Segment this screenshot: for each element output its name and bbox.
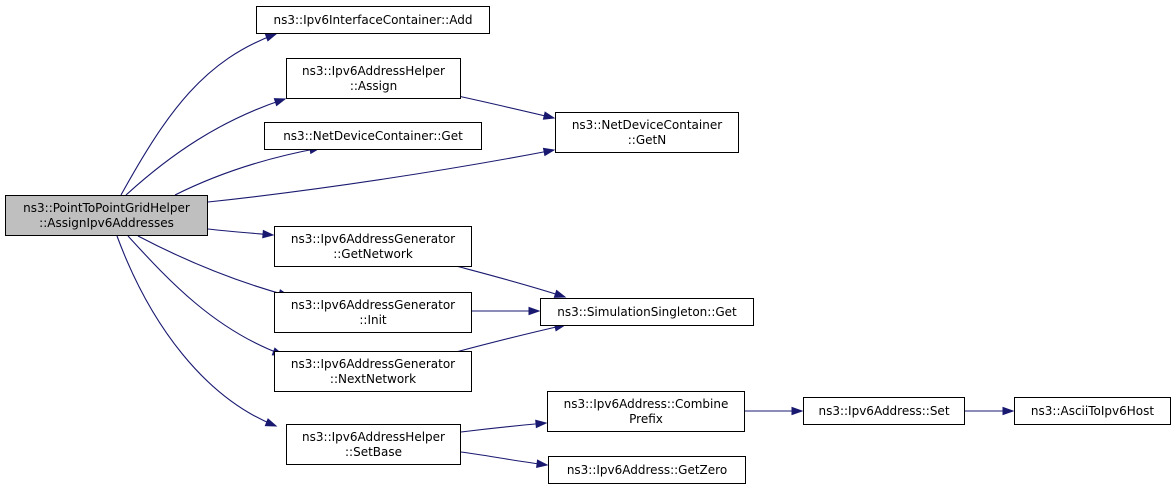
arrowhead-root-to-addr_assign <box>273 98 287 107</box>
node-simulation-singleton-get[interactable]: ns3::SimulationSingleton::Get <box>540 298 754 326</box>
node-label-line: ::GetN <box>627 132 667 147</box>
arrowhead-root-to-ndc_getn <box>542 147 556 157</box>
node-ipv6-address-helper-assign[interactable]: ns3::Ipv6AddressHelper ::Assign <box>286 58 461 99</box>
edge-root-to-gen_init <box>137 235 290 297</box>
edge-root-to-gen_nextnetwork <box>127 235 284 356</box>
node-ascii-to-ipv6-host[interactable]: ns3::AsciiToIpv6Host <box>1014 397 1171 425</box>
node-label-line: ns3::Ipv6AddressHelper <box>302 63 445 78</box>
node-ipv6-address-set[interactable]: ns3::Ipv6Address::Set <box>803 397 965 425</box>
node-label-line: ::SetBase <box>344 444 402 459</box>
node-ipv6-address-helper-setbase[interactable]: ns3::Ipv6AddressHelper ::SetBase <box>286 424 461 465</box>
arrowhead-addr_assign-to-ndc_getn <box>542 111 556 120</box>
node-ipv6-address-generator-init[interactable]: ns3::Ipv6AddressGenerator ::Init <box>274 292 472 333</box>
edge-root-to-ndc_getn <box>207 149 555 203</box>
node-ipv6-address-getzero[interactable]: ns3::Ipv6Address::GetZero <box>548 456 746 484</box>
edge-root-to-ndc_get <box>174 147 321 196</box>
edge-addr_setbase-to-a6_getzero <box>460 451 548 466</box>
node-ipv6-address-combine-prefix[interactable]: ns3::Ipv6Address::Combine Prefix <box>547 391 745 432</box>
arrowhead-root-to-ifc_add <box>264 33 278 42</box>
node-label-line: ns3::NetDeviceContainer <box>571 117 723 132</box>
arrowhead-root-to-addr_setbase <box>264 418 278 427</box>
node-net-device-container-getn[interactable]: ns3::NetDeviceContainer ::GetN <box>555 112 739 153</box>
node-ipv6-interface-container-add[interactable]: ns3::Ipv6InterfaceContainer::Add <box>256 6 490 34</box>
edge-root-to-ifc_add <box>120 33 277 196</box>
node-label-line: ns3::Ipv6Address::GetZero <box>566 462 728 477</box>
node-label-line: ns3::Ipv6InterfaceContainer::Add <box>273 12 473 27</box>
edge-root-to-addr_setbase <box>116 235 277 427</box>
node-label-line: ::GetNetwork <box>333 246 413 261</box>
arrowhead-gen_init-to-sim_get <box>528 306 541 316</box>
node-label-line: ns3::PointToPointGridHelper <box>23 200 190 215</box>
node-root-assign-ipv6-addresses[interactable]: ns3::PointToPointGridHelper ::AssignIpv6… <box>5 195 208 236</box>
node-ipv6-address-generator-nextnetwork[interactable]: ns3::Ipv6AddressGenerator ::NextNetwork <box>274 351 472 392</box>
node-label-line: ns3::Ipv6AddressGenerator <box>290 356 456 371</box>
arrowhead-gen_getnetwork-to-sim_get <box>553 289 567 298</box>
edge-gen_nextnetwork-to-sim_get <box>455 324 566 353</box>
node-label-line: ns3::Ipv6Address::Combine <box>563 396 729 411</box>
node-label-line: ns3::AsciiToIpv6Host <box>1030 403 1155 418</box>
arrowhead-root-to-gen_getnetwork <box>262 229 275 239</box>
edge-root-to-addr_assign <box>125 98 286 196</box>
arrowhead-a6_set-to-ascii <box>1002 406 1015 416</box>
arrowhead-addr_setbase-to-a6_combine <box>535 419 548 429</box>
node-label-line: ::Init <box>359 312 387 327</box>
node-label-line: ns3::NetDeviceContainer::Get <box>283 128 463 143</box>
node-label-line: ns3::SimulationSingleton::Get <box>557 304 737 319</box>
node-label-line: ns3::Ipv6AddressHelper <box>302 429 445 444</box>
arrowhead-addr_setbase-to-a6_getzero <box>536 459 549 468</box>
node-label-line: ::AssignIpv6Addresses <box>39 215 174 230</box>
node-ipv6-address-generator-getnetwork[interactable]: ns3::Ipv6AddressGenerator ::GetNetwork <box>274 226 472 267</box>
node-label-line: ns3::Ipv6AddressGenerator <box>290 231 456 246</box>
node-net-device-container-get[interactable]: ns3::NetDeviceContainer::Get <box>264 122 482 150</box>
edge-gen_getnetwork-to-sim_get <box>455 265 566 298</box>
node-label-line: ::Assign <box>349 78 398 93</box>
node-label-line: ns3::Ipv6Address::Set <box>818 403 950 418</box>
edge-addr_assign-to-ndc_getn <box>457 95 555 119</box>
arrowhead-a6_combine-to-a6_set <box>791 406 804 416</box>
node-label-line: ::NextNetwork <box>329 371 417 386</box>
node-label-line: Prefix <box>629 411 663 426</box>
node-label-line: ns3::Ipv6AddressGenerator <box>290 297 456 312</box>
edge-addr_setbase-to-a6_combine <box>460 422 547 433</box>
